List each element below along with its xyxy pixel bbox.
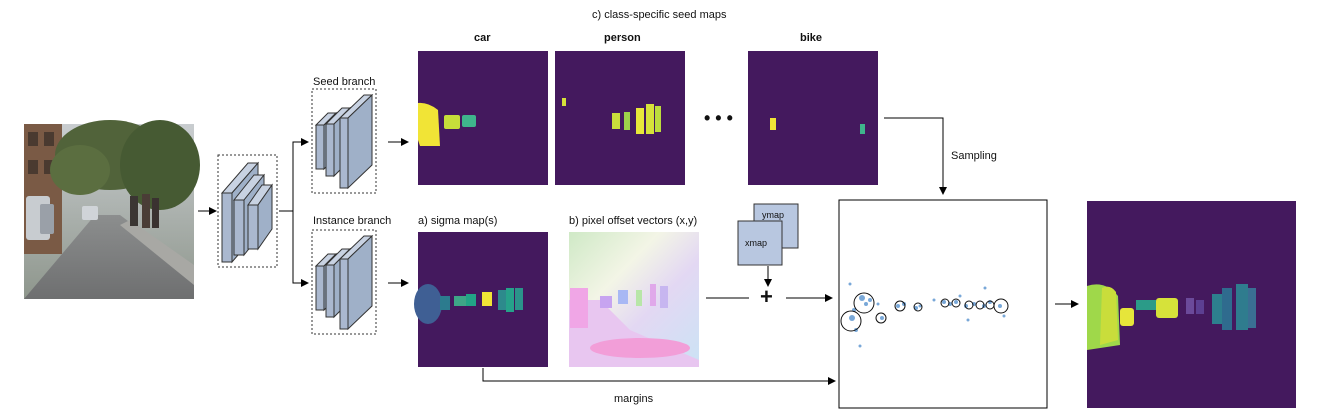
- arrow-sampling: [884, 117, 947, 195]
- seed-map-bike: [748, 51, 878, 185]
- embedding-space: [838, 199, 1048, 409]
- offset-vectors-map: [569, 232, 699, 367]
- arrow-to-seed-branch: [279, 138, 309, 212]
- seed-map-person: [555, 51, 685, 185]
- encoder-box: [217, 154, 278, 268]
- margins-label: margins: [614, 393, 654, 405]
- xmap-label: xmap: [745, 238, 768, 248]
- seed-map-car: [418, 51, 548, 185]
- class-label-car: car: [474, 32, 491, 44]
- seed-branch-label: Seed branch: [313, 76, 376, 88]
- sampling-label: Sampling: [951, 150, 997, 162]
- instance-output: [1087, 201, 1296, 408]
- encoder-layers: [220, 161, 273, 264]
- instance-branch-label: Instance branch: [313, 215, 392, 227]
- seed-decoder-box: [311, 88, 377, 194]
- seed-decoder-layers: [314, 93, 374, 190]
- arrow-margins: [482, 368, 836, 385]
- class-label-bike: bike: [800, 32, 823, 44]
- xmap-box: [737, 220, 783, 266]
- sigma-map: [414, 232, 548, 367]
- instance-decoder-layers: [314, 234, 374, 331]
- ellipsis: • • •: [704, 108, 733, 128]
- class-label-person: person: [604, 32, 641, 44]
- plus-icon: +: [760, 284, 773, 309]
- arrow-to-instance-branch: [292, 211, 309, 287]
- input-image: [24, 120, 200, 299]
- diagram-title: c) class-specific seed maps: [592, 9, 727, 21]
- sigma-map-label: a) sigma map(s): [418, 215, 498, 227]
- instance-decoder-box: [311, 229, 377, 335]
- offset-vectors-label: b) pixel offset vectors (x,y): [569, 215, 698, 227]
- ymap-label: ymap: [762, 210, 785, 220]
